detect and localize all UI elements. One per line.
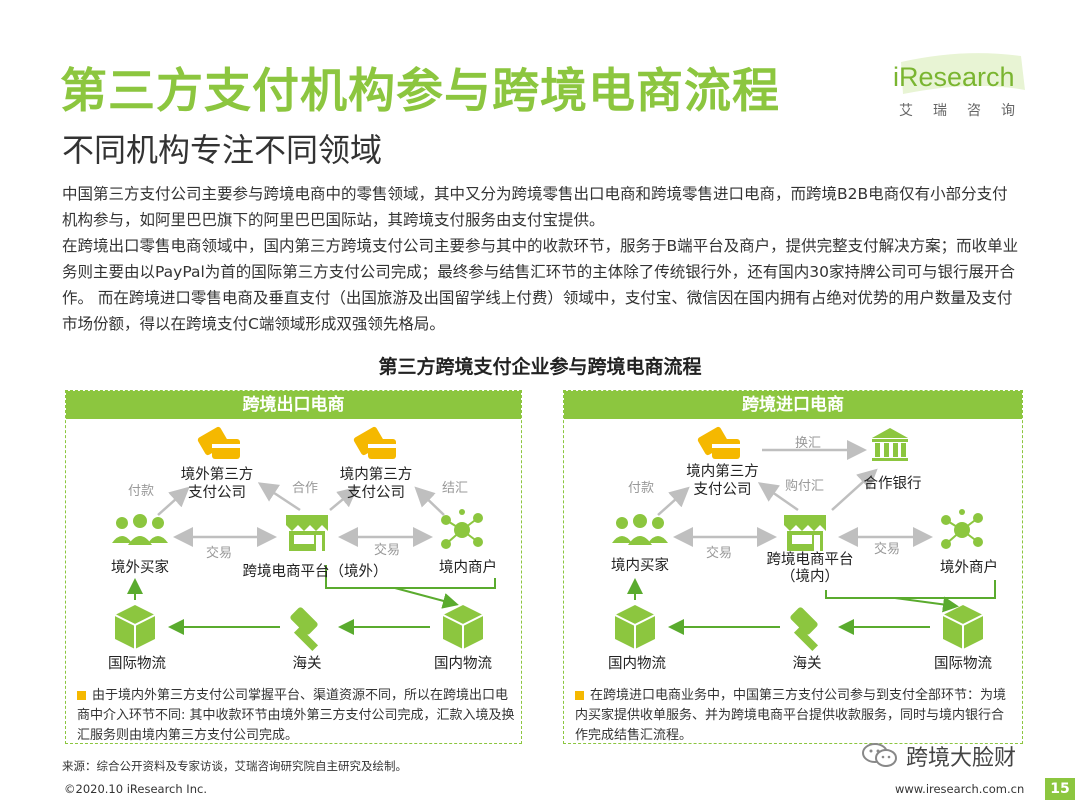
arrow bbox=[257, 482, 301, 512]
node-customs: 海关 bbox=[292, 656, 322, 672]
footer-url: www.iresearch.com.cn bbox=[895, 782, 1025, 796]
note-marker-icon bbox=[77, 691, 86, 700]
card-icon bbox=[197, 426, 240, 459]
page-subtitle: 不同机构专注不同领域 bbox=[62, 131, 383, 169]
node-bank: 合作银行 bbox=[863, 476, 922, 492]
people-icon bbox=[612, 514, 668, 545]
package-icon bbox=[114, 605, 156, 649]
import-note-text: 在跨境进口电商业务中，中国第三方支付公司参与到支付全部环节：为境内买家提供收单服… bbox=[575, 688, 1007, 743]
node-merchant: 境内商户 bbox=[439, 560, 497, 576]
network-icon bbox=[941, 509, 983, 549]
arrow bbox=[757, 482, 799, 512]
edge-label-pay: 付款 bbox=[628, 481, 655, 496]
node-platform: 跨境电商平台 （境内） bbox=[766, 552, 854, 585]
node-buyer: 境外买家 bbox=[111, 560, 169, 576]
arrow bbox=[329, 486, 358, 511]
package-icon bbox=[942, 605, 984, 649]
logo-chinese-text: 艾瑞咨询 bbox=[899, 103, 1035, 119]
node-buyer: 境内买家 bbox=[611, 558, 669, 574]
import-panel: 跨境进口电商 bbox=[563, 390, 1023, 744]
package-icon bbox=[442, 605, 484, 649]
edge-label-trade: 交易 bbox=[874, 542, 901, 557]
edge-label-trade: 交易 bbox=[206, 546, 233, 561]
note-marker-icon bbox=[575, 691, 584, 700]
people-icon bbox=[112, 514, 168, 545]
arrow bbox=[414, 486, 445, 516]
node-intl-logistics: 国际物流 bbox=[108, 656, 166, 672]
import-note: 在跨境进口电商业务中，中国第三方支付公司参与到支付全部环节：为境内买家提供收单服… bbox=[575, 686, 1015, 746]
iresearch-logo: iResearch 艾瑞咨询 bbox=[893, 50, 1033, 130]
node-platform: 跨境电商平台（境外） bbox=[242, 564, 388, 580]
source-text: 来源：综合公开资料及专家访谈，艾瑞咨询研究院自主研究及绘制。 bbox=[62, 759, 407, 773]
diagram-title: 第三方跨境支付企业参与跨境电商流程 bbox=[378, 356, 702, 378]
edge-label-trade: 交易 bbox=[374, 543, 401, 558]
arrow bbox=[825, 580, 996, 599]
node-merchant: 境外商户 bbox=[940, 560, 998, 576]
export-panel: 跨境出口电商 bbox=[65, 390, 522, 744]
arrow bbox=[157, 486, 190, 516]
node-overseas-payment: 境外第三方 支付公司 bbox=[180, 467, 254, 501]
body-paragraph-2: 在跨境出口零售电商领域中，国内第三方跨境支付公司主要参与其中的收款环节，服务于B… bbox=[62, 237, 1019, 333]
copyright-text: ©2020.10 iResearch Inc. bbox=[64, 782, 207, 796]
network-icon bbox=[441, 509, 483, 549]
arrow bbox=[657, 486, 690, 516]
export-note: 由于境内外第三方支付公司掌握平台、渠道资源不同，所以在跨境出口电商中介入环节不同… bbox=[77, 686, 517, 746]
wechat-watermark: 跨境大脸财 bbox=[862, 740, 1016, 772]
node-domestic-logistics: 国内物流 bbox=[434, 656, 492, 672]
package-icon bbox=[614, 605, 656, 649]
card-icon bbox=[353, 426, 396, 459]
shop-icon bbox=[784, 515, 826, 551]
export-note-text: 由于境内外第三方支付公司掌握平台、渠道资源不同，所以在跨境出口电商中介入环节不同… bbox=[77, 688, 515, 743]
edge-label-settle: 结汇 bbox=[442, 481, 469, 496]
node-domestic-payment: 境内第三方 支付公司 bbox=[339, 467, 413, 501]
page-title: 第三方支付机构参与跨境电商流程 bbox=[60, 64, 780, 119]
edge-label-cooperate: 合作 bbox=[292, 481, 319, 496]
bank-icon bbox=[872, 428, 908, 461]
page-number: 15 bbox=[1045, 778, 1075, 800]
logo-brand-text: iResearch bbox=[893, 62, 1015, 92]
node-customs: 海关 bbox=[792, 656, 822, 672]
wechat-icon bbox=[862, 743, 897, 767]
node-domestic-logistics: 国内物流 bbox=[608, 656, 666, 672]
edge-label-trade: 交易 bbox=[706, 546, 733, 561]
arrow bbox=[894, 596, 959, 613]
edge-label-pay: 付款 bbox=[128, 484, 155, 499]
arrow bbox=[325, 565, 496, 589]
gavel-icon bbox=[290, 607, 319, 652]
edge-label-exchange: 换汇 bbox=[795, 436, 822, 451]
gavel-icon bbox=[790, 607, 819, 652]
wechat-name: 跨境大脸财 bbox=[906, 746, 1017, 771]
card-icon bbox=[697, 426, 740, 459]
edge-label-purchase-fx: 购付汇 bbox=[785, 479, 825, 494]
arrow bbox=[394, 587, 459, 609]
export-panel-header: 跨境出口电商 bbox=[66, 391, 521, 419]
logo-swoosh-icon bbox=[901, 53, 1025, 94]
body-paragraph-1: 中国第三方支付公司主要参与跨境电商中的零售领域，其中又分为跨境零售出口电商和跨境… bbox=[62, 185, 1008, 229]
arrow bbox=[831, 468, 878, 511]
node-domestic-payment: 境内第三方 支付公司 bbox=[686, 464, 759, 498]
import-panel-header: 跨境进口电商 bbox=[564, 391, 1022, 419]
node-intl-logistics: 国际物流 bbox=[934, 656, 992, 672]
shop-icon bbox=[286, 515, 328, 551]
